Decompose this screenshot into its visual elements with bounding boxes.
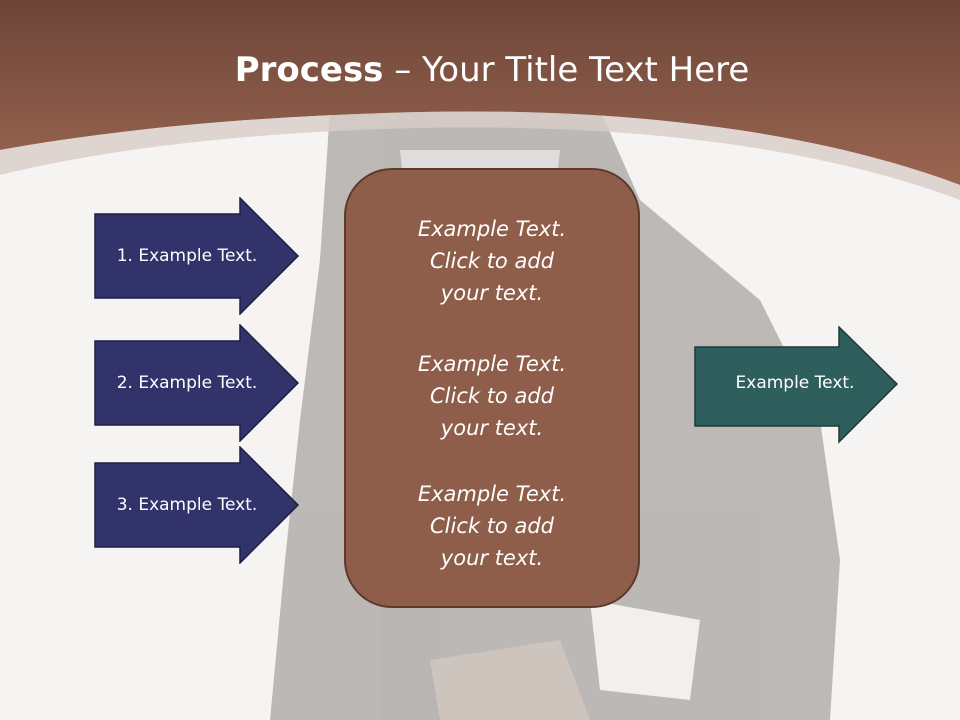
- title-rest: – Your Title Text Here: [383, 50, 750, 90]
- title-bold: Process: [234, 50, 384, 90]
- input-arrow-2[interactable]: [94, 324, 300, 442]
- input-arrow-2-label: 2. Example Text.: [116, 373, 258, 393]
- process-text-2: Example Text. Click to add your text.: [417, 352, 567, 440]
- input-arrow-1-label: 1. Example Text.: [116, 246, 258, 266]
- process-box[interactable]: [344, 168, 640, 608]
- input-arrow-3-label: 3. Example Text.: [116, 495, 258, 515]
- process-text-1: Example Text. Click to add your text.: [417, 217, 567, 305]
- input-arrow-1[interactable]: [94, 197, 300, 315]
- input-arrow-3[interactable]: [94, 446, 300, 564]
- process-text-3: Example Text. Click to add your text.: [417, 482, 567, 570]
- output-arrow-label: Example Text.: [735, 373, 855, 393]
- output-arrow[interactable]: [694, 326, 900, 444]
- slide-title[interactable]: Process – Your Title Text Here: [0, 50, 960, 90]
